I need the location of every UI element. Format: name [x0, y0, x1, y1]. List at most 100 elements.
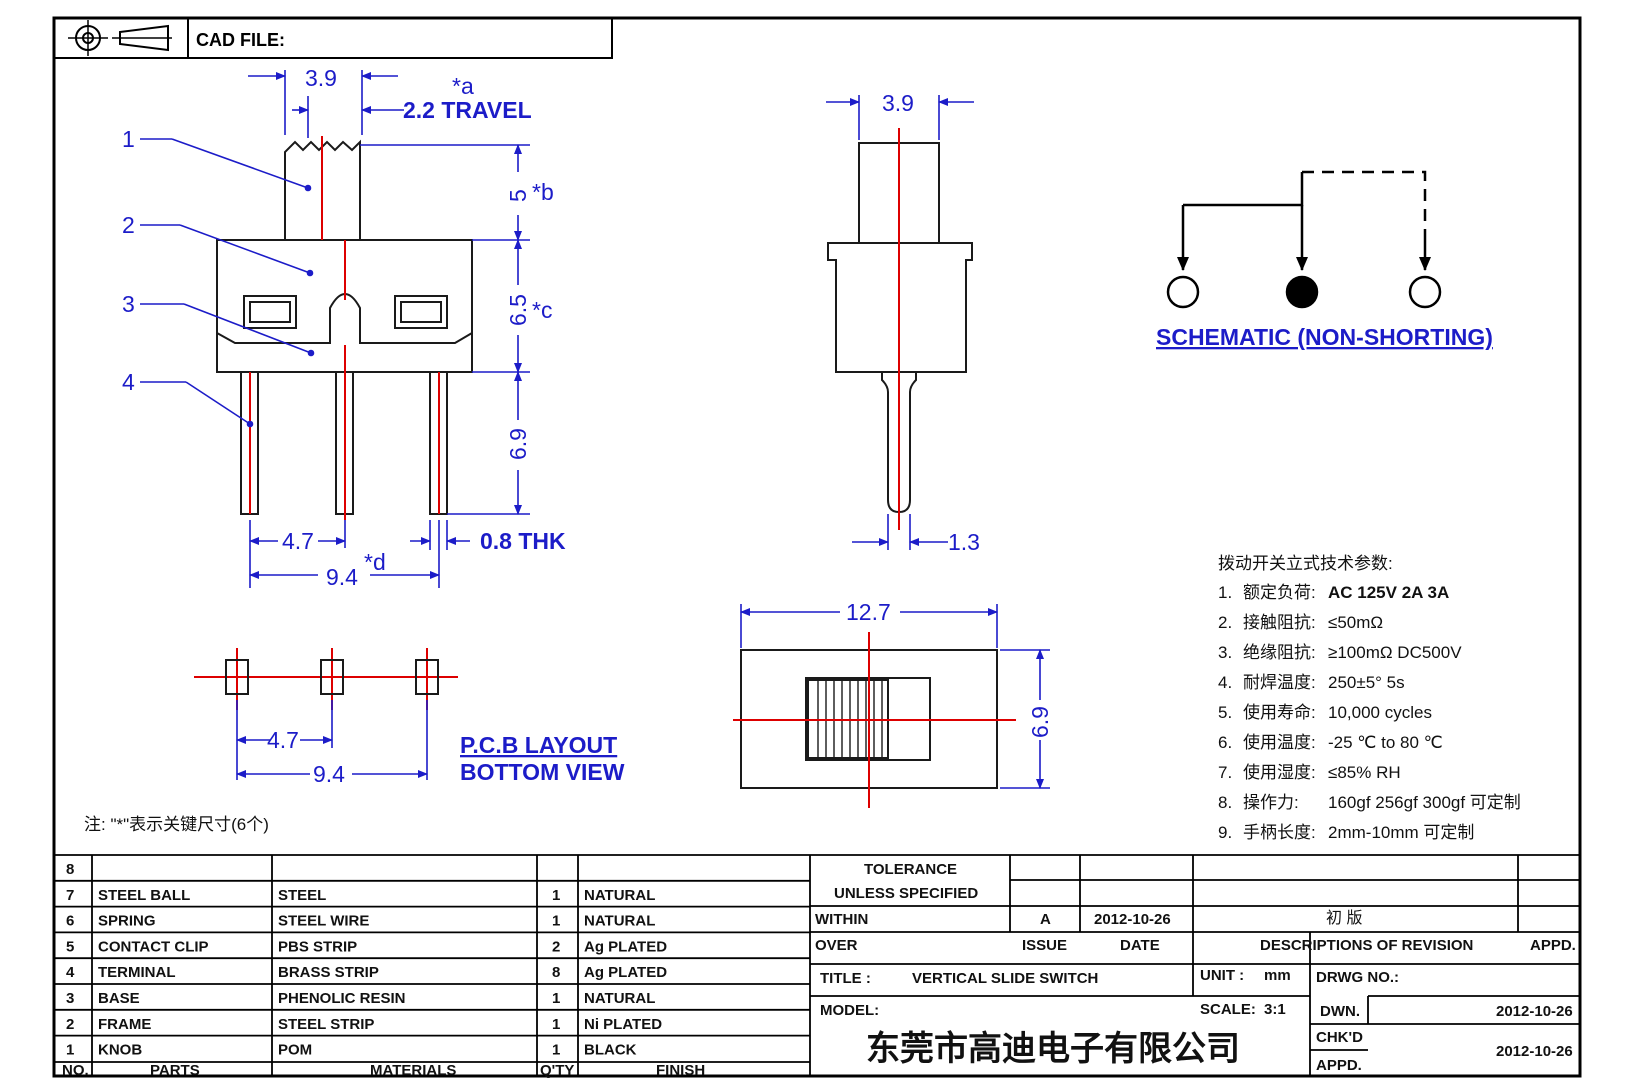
projection-symbol-icon: [68, 20, 172, 56]
dim-front-3-9: 3.9: [305, 65, 337, 91]
tb-dwn-label: DWN.: [1320, 1003, 1360, 1020]
spec-list: 拨动开关立式技术参数: 1.额定负荷:AC 125V 2A 3A2.接触阻抗:≤…: [1218, 554, 1521, 842]
bom-row-finish: NATURAL: [584, 913, 655, 930]
spec-item-number: 2.: [1218, 613, 1232, 632]
tb-drwg-label: DRWG NO.:: [1316, 969, 1399, 986]
dim-9-4: 9.4: [326, 564, 358, 590]
front-centerlines: [249, 136, 440, 520]
bom-header-materials: MATERIALS: [370, 1062, 456, 1079]
tb-model-label: MODEL:: [820, 1002, 879, 1019]
bom-row-material: POM: [278, 1042, 312, 1059]
spec-item-label: 使用温度:: [1243, 732, 1316, 752]
tb-chkd-label: CHK'D: [1316, 1029, 1363, 1046]
dim-0-8-thk: 0.8 THK: [480, 528, 566, 554]
dim-4-7: 4.7: [282, 528, 314, 554]
schematic-terminal-left: [1166, 275, 1200, 309]
pcb-pad-3: [415, 659, 439, 695]
pcb-caption-1: P.C.B LAYOUT: [460, 732, 617, 758]
spec-item-label: 使用寿命:: [1243, 702, 1316, 722]
sheet-border: [52, 16, 1582, 1078]
dim-travel: 2.2 TRAVEL: [403, 97, 532, 123]
bom-row-finish: NATURAL: [584, 887, 655, 904]
tb-scale-label: SCALE:: [1200, 1001, 1256, 1018]
header-strip: CAD FILE:: [53, 17, 613, 59]
tb-appd-label: APPD.: [1530, 937, 1576, 954]
tb-issue-label: ISSUE: [1022, 937, 1067, 954]
spec-title: 拨动开关立式技术参数:: [1218, 554, 1393, 573]
tb-unless: UNLESS SPECIFIED: [834, 885, 978, 902]
tb-date-label: DATE: [1120, 937, 1160, 954]
bom-row-qty: 1: [552, 913, 560, 930]
callout-1: 1: [122, 126, 135, 152]
bom-row-finish: Ni PLATED: [584, 1016, 662, 1033]
bom-row-no: 1: [66, 1042, 74, 1059]
tb-title-label: TITLE :: [820, 970, 871, 987]
dim-top-12-7: 12.7: [846, 599, 891, 625]
spec-item-value: 10,000 cycles: [1328, 703, 1432, 722]
callout-3: 3: [122, 291, 135, 317]
spec-item-number: 8.: [1218, 793, 1232, 812]
schematic-terminal-common: [1285, 275, 1319, 309]
dim-side-1-3: 1.3: [948, 529, 980, 555]
schematic-terminal-right: [1408, 275, 1442, 309]
spec-item-label: 接触阻抗:: [1243, 613, 1316, 632]
spec-item-label: 绝缘阻抗:: [1243, 643, 1316, 662]
spec-item-label: 操作力:: [1243, 793, 1299, 812]
schematic: [1166, 170, 1442, 309]
tb-unit-label: UNIT :: [1200, 967, 1244, 984]
spec-item-value: 160gf 256gf 300gf 可定制: [1328, 793, 1521, 812]
side-dimension-lines: [826, 95, 974, 550]
spec-item-value: 250±5° 5s: [1328, 673, 1405, 692]
pcb-pad-1: [225, 659, 249, 695]
bom-row-no: 8: [66, 861, 74, 878]
spec-item-value: ≤85% RH: [1328, 763, 1401, 782]
bom-row-material: BRASS STRIP: [278, 964, 379, 981]
dim-star-d: *d: [364, 549, 386, 575]
cad-file-label: CAD FILE:: [196, 30, 285, 50]
spec-item-number: 7.: [1218, 763, 1232, 782]
top-dimension-lines: [740, 604, 1050, 789]
spec-item-value: 2mm-10mm 可定制: [1328, 823, 1474, 842]
dim-6-9: 6.9: [505, 428, 531, 460]
pcb-caption-2: BOTTOM VIEW: [460, 759, 625, 785]
tb-company-name: 东莞市高迪电子有限公司: [866, 1029, 1240, 1068]
dim-star-b: *b: [532, 179, 554, 205]
bom-row-no: 4: [66, 964, 75, 981]
spec-item-number: 9.: [1218, 823, 1232, 842]
bom-row-no: 3: [66, 990, 74, 1007]
bom-header-finish: FINISH: [656, 1062, 705, 1079]
bom-table: [54, 854, 1580, 1076]
spec-item-value: ≥100mΩ DC500V: [1328, 643, 1462, 662]
spec-item-label: 使用湿度:: [1243, 762, 1316, 782]
spec-item-label: 手柄长度:: [1243, 823, 1316, 842]
pcb-pad-2: [320, 659, 344, 695]
dim-pcb-9-4: 9.4: [313, 761, 345, 787]
spec-item-number: 3.: [1218, 643, 1232, 662]
bom-row-part: FRAME: [98, 1016, 151, 1033]
schematic-caption: SCHEMATIC (NON-SHORTING): [1156, 324, 1493, 350]
dim-star-a: *a: [452, 73, 474, 99]
spec-item-label: 额定负荷:: [1243, 583, 1316, 602]
bom-row-material: PBS STRIP: [278, 938, 357, 955]
spec-item-label: 耐焊温度:: [1243, 673, 1316, 692]
bom-row-material: PHENOLIC RESIN: [278, 990, 406, 1007]
bom-row-no: 6: [66, 913, 74, 930]
tb-dwn-date: 2012-10-26: [1496, 1003, 1573, 1020]
dim-star-c: *c: [532, 297, 552, 323]
dim-pcb-4-7: 4.7: [267, 727, 299, 753]
spec-item-number: 5.: [1218, 703, 1232, 722]
callout-4: 4: [122, 369, 135, 395]
bom-row-finish: Ag PLATED: [584, 938, 667, 955]
bom-row-part: KNOB: [98, 1042, 142, 1059]
window-left: [243, 295, 297, 329]
bom-row-qty: 1: [552, 1016, 560, 1033]
bom-row-part: CONTACT CLIP: [98, 938, 209, 955]
bom-row-no: 7: [66, 887, 74, 904]
callout-2: 2: [122, 212, 135, 238]
spec-item-value: ≤50mΩ: [1328, 613, 1383, 632]
dim-top-6-9: 6.9: [1027, 706, 1053, 738]
bom-row-part: BASE: [98, 990, 140, 1007]
bom-row-part: SPRING: [98, 913, 156, 930]
